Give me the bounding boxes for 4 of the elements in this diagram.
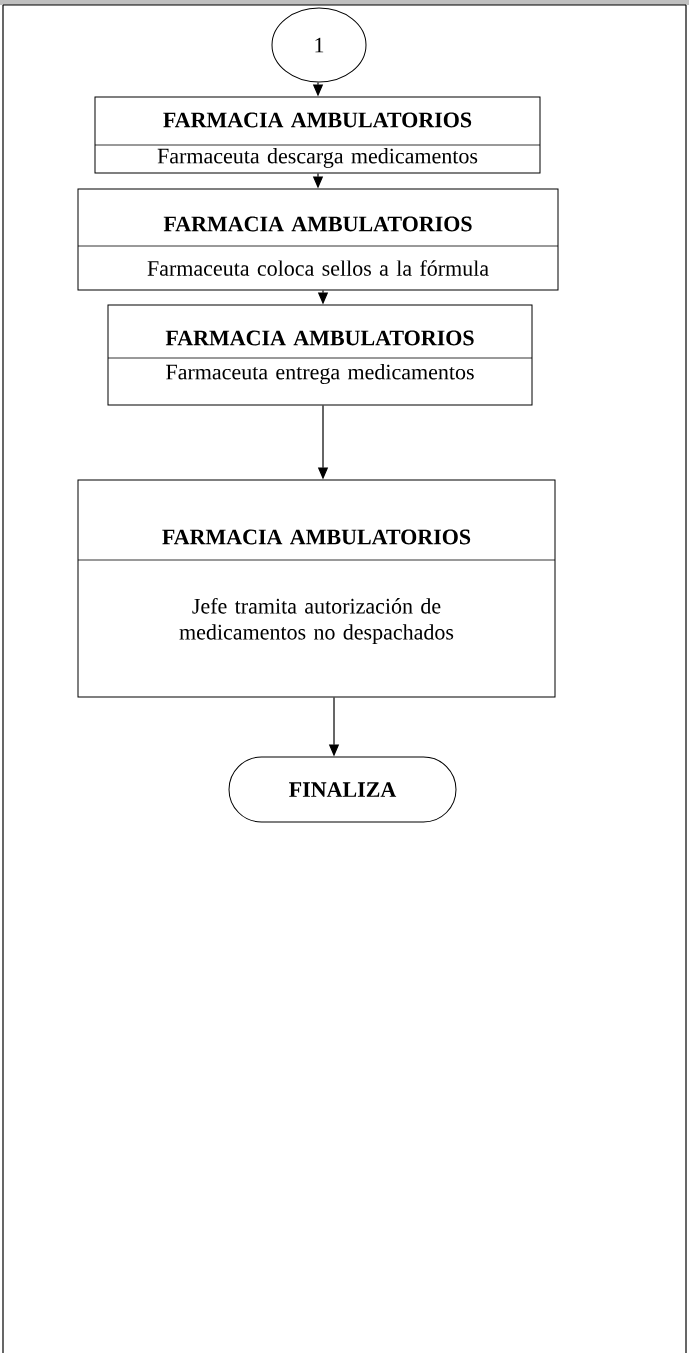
process-box: FARMACIA AMBULATORIOS Farmaceuta descarga medicamentos bbox=[94, 96, 541, 174]
process-box: FARMACIA AMBULATORIOS Farmaceuta entrega medicamentos bbox=[107, 304, 533, 406]
process-box: FARMACIA AMBULATORIOS Farmaceuta coloca sellos a la fórmula bbox=[77, 188, 559, 291]
process-box: FARMACIA AMBULATORIOS Jefe tramita autorización de medicamentos no despachados bbox=[77, 479, 556, 698]
